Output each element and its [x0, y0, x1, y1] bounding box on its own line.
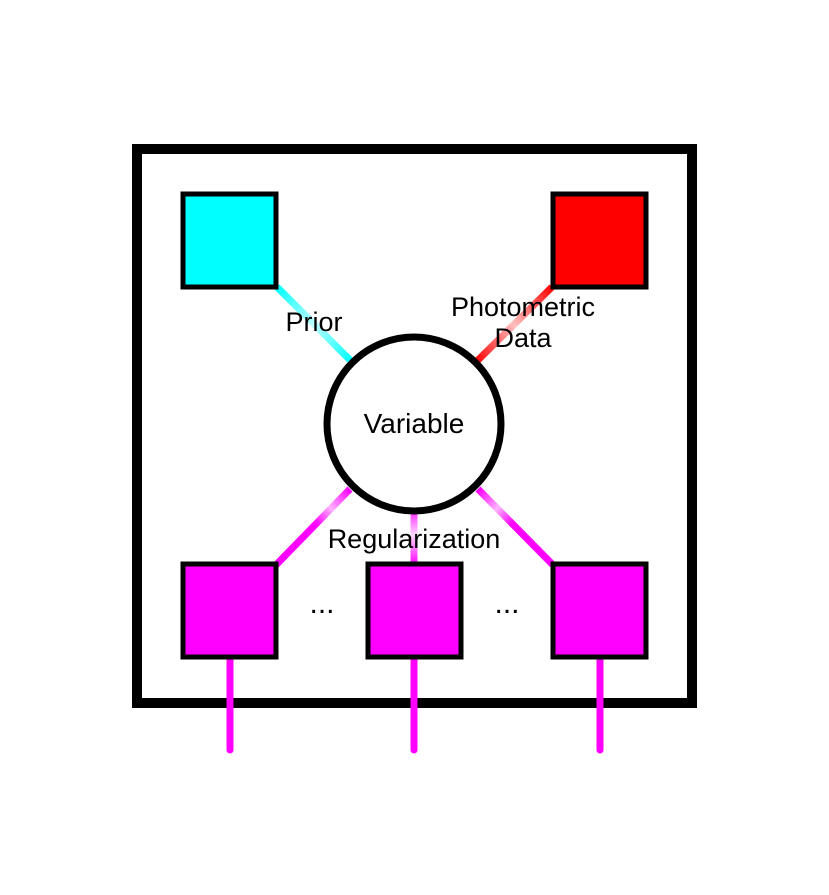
regularization-edge-right — [475, 486, 557, 569]
prior-label: Prior — [285, 307, 342, 337]
regularization-edge-left — [272, 486, 353, 569]
variable-node — [323, 333, 505, 515]
regularization-factor-middle — [365, 561, 464, 660]
ellipsis-left: ... — [309, 587, 334, 620]
regularization-factor-right — [550, 561, 649, 660]
prior-edge — [274, 284, 355, 365]
photometric-edge — [473, 284, 555, 365]
variable-label: Variable — [364, 408, 465, 439]
photometric-label-line2: Data — [494, 323, 552, 353]
regularization-label: Regularization — [328, 524, 501, 554]
photometric-factor — [550, 191, 649, 290]
prior-factor — [180, 191, 279, 290]
ellipsis-right: ... — [494, 587, 519, 620]
regularization-factor-left — [180, 561, 279, 660]
photometric-label-line1: Photometric — [451, 292, 595, 322]
